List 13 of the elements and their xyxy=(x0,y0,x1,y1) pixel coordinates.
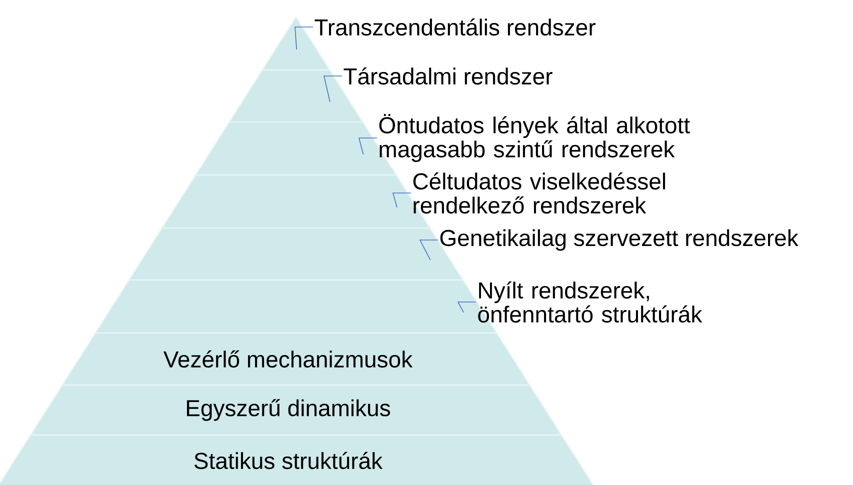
level-label: Céltudatos viselkedéssel rendelkező rendszerek xyxy=(413,172,666,214)
level-label: Genetikailag szervezett rendszerek xyxy=(440,229,798,251)
leader-line xyxy=(294,26,314,50)
level-label: Nyílt rendszerek, önfenntartó struktúrák xyxy=(478,281,702,323)
leader-line xyxy=(419,240,438,260)
level-label: Öntudatos lények által alkotott magasabb szintű rendszerek xyxy=(379,114,690,162)
leader-line xyxy=(392,192,412,208)
leader-line xyxy=(324,76,342,102)
leader-line xyxy=(358,138,378,155)
level-label: Társadalmi rendszer xyxy=(344,67,552,85)
level-label: Transzcendentális rendszer xyxy=(314,18,596,36)
leader-line xyxy=(457,302,476,313)
pyramid-band: Statikus struktúrák xyxy=(0,434,595,485)
